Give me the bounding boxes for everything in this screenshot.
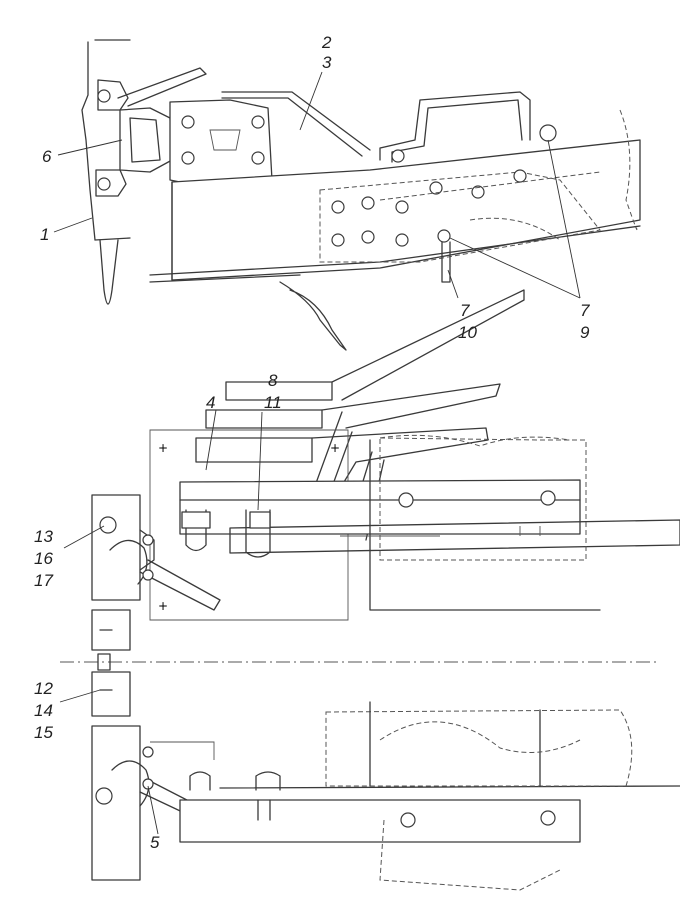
hitch-side-view (81, 39, 641, 351)
callout-5: 5 (150, 833, 160, 852)
callout-7-left: 7 (460, 301, 470, 320)
callout-8: 8 (268, 371, 278, 390)
callout-6: 6 (42, 147, 52, 166)
clamp-detail (91, 609, 131, 717)
callout-4: 4 (206, 393, 215, 412)
hitch-lower-view (91, 701, 680, 891)
callout-15: 15 (34, 723, 53, 742)
callout-1: 1 (40, 225, 49, 244)
hitch-plan-view: + + + (91, 429, 680, 621)
callout-7-right: 7 (580, 301, 590, 320)
callout-2: 2 (321, 33, 332, 52)
callout-13: 13 (34, 527, 53, 546)
top-view-leaders (53, 71, 581, 299)
svg-text:+: + (330, 441, 340, 455)
svg-text:+: + (158, 441, 168, 455)
callout-16: 16 (34, 549, 53, 568)
svg-text:+: + (158, 599, 168, 613)
callout-12: 12 (34, 679, 53, 698)
lower-leaders (59, 409, 263, 835)
callout-3: 3 (322, 53, 332, 72)
callout-17: 17 (34, 571, 53, 590)
callout-11: 11 (264, 393, 282, 412)
callout-9: 9 (580, 323, 590, 342)
callout-10: 10 (458, 323, 477, 342)
callout-14: 14 (34, 701, 53, 720)
callout-labels: 2 3 6 1 7 10 7 9 8 4 11 13 16 17 12 14 1… (34, 33, 590, 852)
